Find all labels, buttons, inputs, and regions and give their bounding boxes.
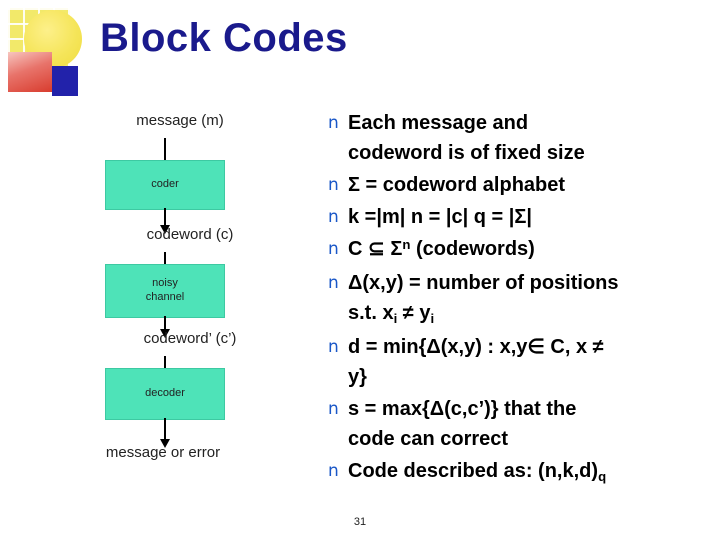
flow-arrow-4 bbox=[160, 316, 170, 338]
bullet-item-5-line1: d = min{Δ(x,y) : x,y∈ C, x ≠ bbox=[348, 336, 604, 358]
list-item: n Δ(x,y) = number of positions s.t. xi ≠… bbox=[328, 268, 706, 330]
bullet-marker-icon: n bbox=[328, 461, 339, 481]
list-item: n Code described as: (n,k,d)q bbox=[328, 456, 706, 488]
flow-label-codeword: codeword (c) bbox=[146, 226, 234, 243]
bullet-item-6-line1: s = max{Δ(c,c’)} that the bbox=[348, 398, 577, 420]
flow-box-noisy-channel-line1: noisy bbox=[152, 277, 178, 290]
bullet-marker-icon: n bbox=[328, 175, 339, 195]
bullet-item-6-line2: code can correct bbox=[348, 428, 509, 450]
flow-box-noisy-channel: noisy channel bbox=[105, 264, 225, 318]
bullet-marker-icon: n bbox=[328, 113, 339, 133]
bullet-item-5-line2: y} bbox=[348, 366, 367, 388]
bullet-item-1: Σ = codeword alphabet bbox=[348, 174, 566, 196]
bullet-item-0-line1: Each message and bbox=[348, 112, 529, 134]
logo-red-block bbox=[8, 52, 52, 92]
bullet-item-0-line2: codeword is of fixed size bbox=[348, 142, 585, 164]
bullet-item-4: Δ(x,y) = number of positions s.t. xi ≠ y… bbox=[348, 272, 619, 327]
bullet-item-0: Each message and codeword is of fixed si… bbox=[348, 108, 585, 168]
list-item: n Each message and codeword is of fixed … bbox=[328, 108, 706, 168]
bullet-item-4-line1: Δ(x,y) = number of positions bbox=[348, 272, 619, 294]
bullet-marker-icon: n bbox=[328, 207, 339, 227]
bullet-marker-icon: n bbox=[328, 239, 339, 259]
list-item: n C ⊆ Σn (codewords) bbox=[328, 234, 706, 266]
flow-arrow-6 bbox=[160, 418, 170, 448]
bullet-item-6: s = max{Δ(c,c’)} that the code can corre… bbox=[348, 394, 576, 454]
bullet-list: n Each message and codeword is of fixed … bbox=[328, 108, 706, 490]
bullet-marker-icon: n bbox=[328, 399, 339, 419]
flow-arrow-2 bbox=[160, 208, 170, 234]
bullet-item-5: d = min{Δ(x,y) : x,y∈ C, x ≠ y} bbox=[348, 332, 604, 392]
flow-label-message: message (m) bbox=[136, 112, 224, 129]
list-item: n s = max{Δ(c,c’)} that the code can cor… bbox=[328, 394, 706, 454]
flow-box-noisy-channel-line2: channel bbox=[145, 291, 185, 303]
flow-arrow-1 bbox=[160, 138, 170, 170]
list-item: n d = min{Δ(x,y) : x,y∈ C, x ≠ y} bbox=[328, 332, 706, 392]
bullet-item-2: k =|m| n = |c| q = |Σ| bbox=[348, 206, 532, 228]
page-number: 31 bbox=[353, 516, 367, 528]
block-code-flow-diagram: message (m) coder codeword (c) noisy cha… bbox=[60, 104, 340, 504]
bullet-item-7: Code described as: (n,k,d)q bbox=[348, 460, 607, 485]
flow-box-decoder: decoder bbox=[105, 368, 225, 420]
bullet-marker-icon: n bbox=[328, 273, 339, 293]
logo-graphic bbox=[8, 8, 94, 96]
flow-box-coder: coder bbox=[105, 160, 225, 210]
list-item: n k =|m| n = |c| q = |Σ| bbox=[328, 202, 706, 232]
logo-blue-block bbox=[52, 66, 78, 96]
flow-label-message-or-error: message or error bbox=[105, 444, 221, 461]
bullet-item-3: C ⊆ Σn (codewords) bbox=[348, 237, 535, 260]
flow-label-codeword-prime: codeword’ (c’) bbox=[143, 330, 237, 347]
bullet-marker-icon: n bbox=[328, 337, 339, 357]
list-item: n Σ = codeword alphabet bbox=[328, 170, 706, 200]
page-title: Block Codes bbox=[100, 16, 348, 60]
